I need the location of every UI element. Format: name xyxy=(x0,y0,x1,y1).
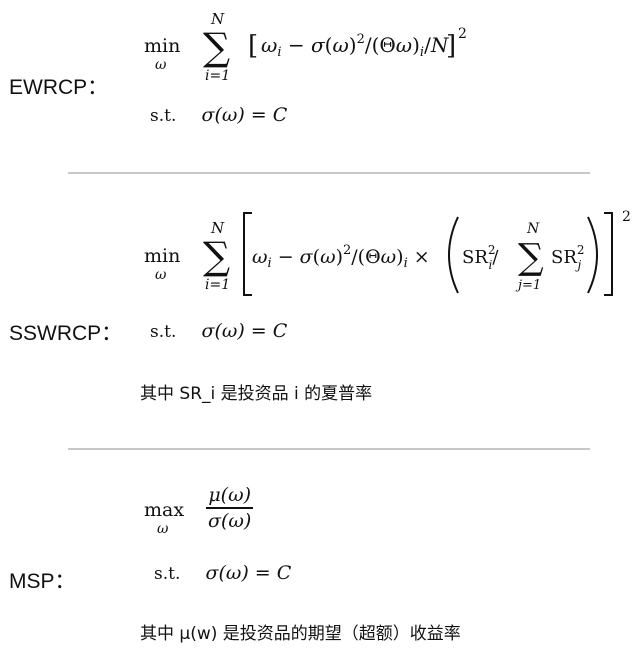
msp-numerator: μ(ω) xyxy=(208,484,251,506)
ewrcp-objective: min ω N ∑ i=1 [ ωi − σ(ω)2/(Θω)i/N ] 2 xyxy=(140,6,480,86)
divider-1 xyxy=(68,172,590,174)
ewrcp-constraint: s.t. σ(ω) = C xyxy=(150,104,287,126)
sswrcp-sum-icon: ∑ xyxy=(203,234,230,278)
ewrcp-min-subscript: ω xyxy=(155,57,167,73)
sswrcp-sum-bottom: i=1 xyxy=(205,277,230,293)
ewrcp-st: s.t. xyxy=(150,106,177,126)
ewrcp-constraint-expr: σ(ω) = C xyxy=(201,104,288,126)
sswrcp-constraint: s.t. σ(ω) = C xyxy=(150,320,287,342)
sswrcp-sum-top: N xyxy=(210,219,225,237)
divider-2 xyxy=(68,448,590,450)
ewrcp-sum-bottom: i=1 xyxy=(205,68,230,84)
ewrcp-objective-formula: N ∑ i=1 [ ωi − σ(ω)2/(Θω)i/N ] 2 xyxy=(203,10,467,84)
sswrcp-st: s.t. xyxy=(150,322,177,342)
msp-max-operator: max xyxy=(144,499,185,521)
sswrcp-inner-sum-bottom: j=1 xyxy=(515,278,541,293)
msp-constraint-expr: σ(ω) = C xyxy=(205,562,292,584)
svg-text:ωi − σ(ω)2/(Θω)i ×: ωi − σ(ω)2/(Θω)i × xyxy=(252,243,430,271)
msp-fraction: μ(ω) σ(ω) xyxy=(206,484,254,532)
svg-text:2: 2 xyxy=(458,26,467,42)
msp-label: MSP： xyxy=(9,570,76,593)
svg-text:ωi − σ(ω)2/(Θω)i/N: ωi − σ(ω)2/(Θω)i/N xyxy=(261,32,450,60)
svg-text:]: ] xyxy=(446,31,456,61)
msp-st: s.t. xyxy=(154,564,181,584)
sswrcp-inner-sum-top: N xyxy=(526,221,540,237)
sswrcp-label: SSWRCP： xyxy=(9,322,123,345)
msp-denominator: σ(ω) xyxy=(208,509,252,532)
sswrcp-constraint-expr: σ(ω) = C xyxy=(201,320,288,342)
msp-note: 其中 μ(w) 是投资品的期望（超额）收益率 xyxy=(140,624,461,644)
ewrcp-sum-icon: ∑ xyxy=(203,25,230,69)
msp-fraction-bar xyxy=(206,507,254,509)
sswrcp-note: 其中 SR_i 是投资品 i 的夏普率 xyxy=(140,384,373,404)
msp-objective: max ω μ(ω) σ(ω) xyxy=(140,484,340,548)
sswrcp-min-subscript: ω xyxy=(155,267,167,283)
ewrcp-sum-top: N xyxy=(210,10,225,28)
ewrcp-min-operator: min xyxy=(144,35,181,57)
msp-max-subscript: ω xyxy=(157,521,169,537)
svg-text:[: [ xyxy=(248,31,258,61)
ewrcp-label: EWRCP： xyxy=(9,76,109,99)
sswrcp-min-operator: min xyxy=(144,245,181,267)
msp-constraint: s.t. σ(ω) = C xyxy=(154,562,291,584)
sswrcp-inner-sum-icon: ∑ xyxy=(518,237,544,278)
svg-text:2: 2 xyxy=(622,209,631,225)
